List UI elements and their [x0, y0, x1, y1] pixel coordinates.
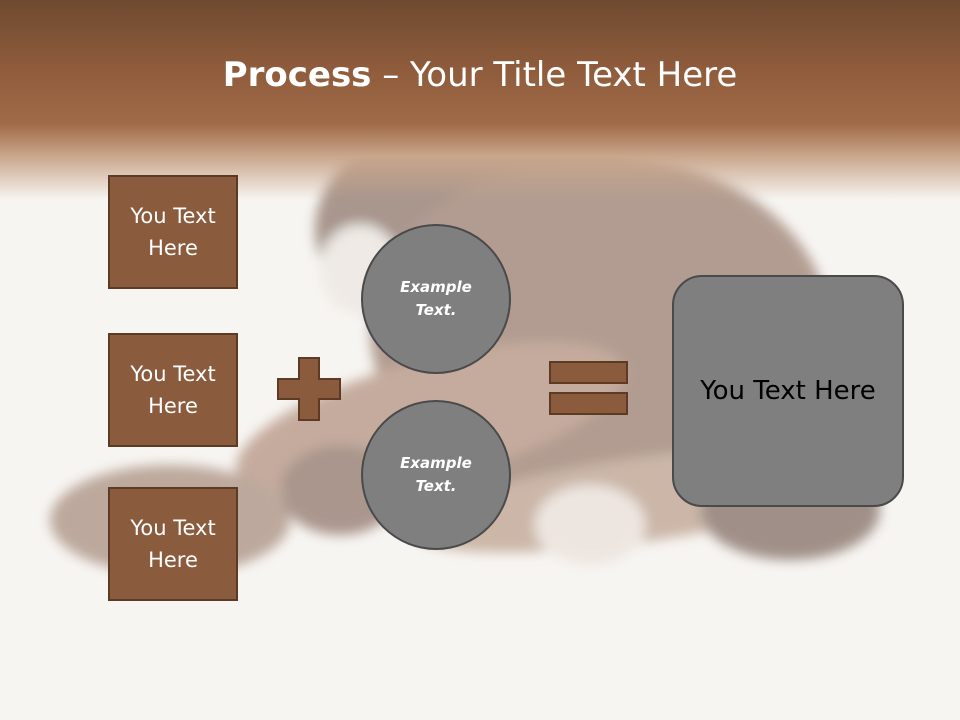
slide-title: Process – Your Title Text Here [0, 52, 960, 98]
text-box-label: You Text Here [130, 362, 216, 418]
circle-label: Example Text. [400, 278, 472, 319]
circle-label: Example Text. [400, 454, 472, 495]
title-bold: Process [222, 55, 372, 95]
equals-icon [549, 361, 628, 415]
title-rest: – Your Title Text Here [371, 55, 738, 95]
result-label: You Text Here [700, 376, 876, 406]
text-box-1[interactable]: You Text Here [108, 175, 238, 289]
example-circle-2[interactable]: Example Text. [361, 400, 511, 550]
plus-icon [277, 357, 341, 421]
result-box[interactable]: You Text Here [672, 275, 904, 507]
text-box-3[interactable]: You Text Here [108, 487, 238, 601]
text-box-2[interactable]: You Text Here [108, 333, 238, 447]
example-circle-1[interactable]: Example Text. [361, 224, 511, 374]
text-box-label: You Text Here [130, 516, 216, 572]
text-box-label: You Text Here [130, 204, 216, 260]
title-banner [0, 0, 960, 200]
